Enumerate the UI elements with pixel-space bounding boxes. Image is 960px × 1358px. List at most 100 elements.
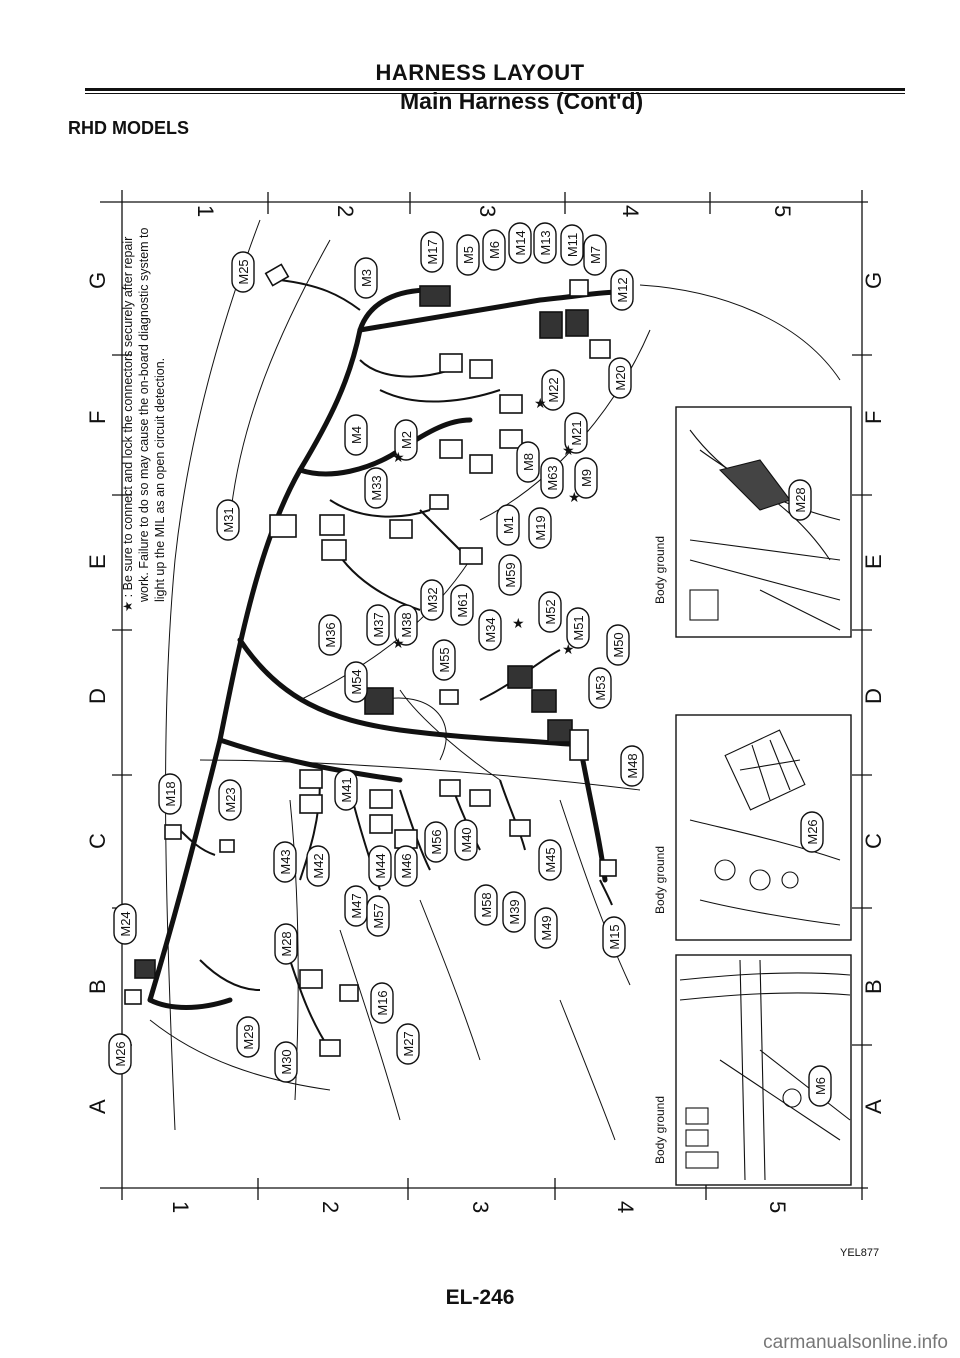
header-rule	[85, 88, 905, 91]
body-ground-label: Body ground	[653, 536, 667, 604]
connector-label-m61: M61	[450, 584, 474, 626]
connector-label-m21: M21	[564, 412, 588, 454]
svg-text:M9: M9	[579, 469, 594, 487]
star-marks: ★ ★ ★ ★ ★ ★ ★	[392, 395, 581, 657]
connector-label-m15: M15	[602, 916, 626, 958]
row-label-right: E	[861, 554, 886, 569]
connector-label-m14: M14	[508, 222, 532, 264]
svg-text:M13: M13	[538, 230, 553, 255]
connector-label-m2: M2	[394, 419, 418, 461]
svg-text:M50: M50	[611, 632, 626, 657]
connector-label-m51: M51	[566, 607, 590, 649]
column-label-bottom: 4	[613, 1201, 638, 1213]
connector-label-m13: M13	[533, 222, 557, 264]
svg-text:M54: M54	[349, 669, 364, 694]
connector-label-m56: M56	[424, 821, 448, 863]
connector-label-m6: M6	[482, 229, 506, 271]
svg-text:M33: M33	[369, 475, 384, 500]
row-label-left: B	[85, 979, 110, 994]
connector-label-m41: M41	[334, 769, 358, 811]
inset-connector-label-m6: M6	[808, 1065, 832, 1107]
svg-text:M34: M34	[483, 617, 498, 642]
svg-text:M22: M22	[546, 377, 561, 402]
svg-text:M55: M55	[437, 647, 452, 672]
connector-label-m27: M27	[396, 1023, 420, 1065]
svg-text:M28: M28	[279, 931, 294, 956]
connector-label-m8: M8	[516, 441, 540, 483]
svg-text:M32: M32	[425, 587, 440, 612]
svg-text:M43: M43	[278, 849, 293, 874]
connector-label-m23: M23	[218, 779, 242, 821]
svg-text:M5: M5	[461, 246, 476, 264]
row-label-right: C	[861, 833, 886, 849]
svg-text:M7: M7	[588, 246, 603, 264]
connector-label-m11: M11	[560, 224, 584, 266]
svg-text:M20: M20	[613, 365, 628, 390]
svg-text:M37: M37	[371, 612, 386, 637]
column-label-bottom: 2	[318, 1201, 343, 1213]
svg-text:M39: M39	[507, 899, 522, 924]
grid-frame	[100, 190, 872, 1200]
connector-label-m59: M59	[498, 554, 522, 596]
svg-text:M58: M58	[479, 892, 494, 917]
inset-top	[675, 406, 852, 638]
connector-label-m52: M52	[538, 591, 562, 633]
svg-text:★: ★	[568, 489, 581, 505]
connector-label-m58: M58	[474, 884, 498, 926]
svg-text:M24: M24	[118, 911, 133, 936]
connector-label-m17: M17	[420, 231, 444, 273]
caution-note: ★ : Be sure to connect and lock the conn…	[121, 227, 167, 612]
connector-label-m37: M37	[366, 604, 390, 646]
svg-text:M49: M49	[539, 915, 554, 940]
row-label-left: E	[85, 554, 110, 569]
svg-text:M42: M42	[311, 853, 326, 878]
svg-text:★: ★	[562, 442, 575, 458]
connector-label-m47: M47	[344, 885, 368, 927]
connector-label-m63: M63	[540, 457, 564, 499]
svg-text:M31: M31	[221, 507, 236, 532]
connector-label-m43: M43	[273, 841, 297, 883]
column-label-bottom: 5	[765, 1201, 790, 1213]
connector-label-m32: M32	[420, 579, 444, 621]
svg-text:M61: M61	[455, 592, 470, 617]
figure-code: YEL877	[840, 1247, 880, 1259]
svg-text:M41: M41	[339, 777, 354, 802]
svg-text:M57: M57	[371, 903, 386, 928]
model-label: RHD MODELS	[68, 118, 189, 138]
header-rule-thin	[85, 93, 905, 94]
svg-text:M27: M27	[401, 1031, 416, 1056]
row-label-left: D	[85, 688, 110, 704]
watermark: carmanualsonline.info	[763, 1332, 948, 1353]
connector-label-m9: M9	[574, 457, 598, 499]
svg-text:M28: M28	[793, 487, 808, 512]
connector-label-m48: M48	[620, 745, 644, 787]
body-ground-label: Body ground	[653, 1096, 667, 1164]
connector-label-m19: M19	[528, 507, 552, 549]
connector-label-m55: M55	[432, 639, 456, 681]
connector-label-m28: M28	[274, 923, 298, 965]
connector-label-m5: M5	[456, 234, 480, 276]
column-label-bottom: 3	[468, 1201, 493, 1213]
column-label-top: 5	[770, 205, 795, 217]
row-label-left: A	[85, 1099, 110, 1114]
connector-label-m7: M7	[583, 234, 607, 276]
svg-text:M26: M26	[805, 819, 820, 844]
page-subtitle: Main Harness (Cont'd)	[400, 88, 644, 114]
inset-connector-label-m26: M26	[800, 811, 824, 853]
connector-label-m39: M39	[502, 891, 526, 933]
connector-label-m30: M30	[274, 1041, 298, 1083]
row-label-left: F	[85, 411, 110, 424]
connector-label-m31: M31	[216, 499, 240, 541]
row-label-right: D	[861, 688, 886, 704]
svg-text:M40: M40	[459, 827, 474, 852]
note-line-1: ★ : Be sure to connect and lock the conn…	[121, 237, 135, 612]
column-label-top: 3	[475, 205, 500, 217]
connector-label-m22: M22	[541, 369, 565, 411]
svg-text:M36: M36	[323, 622, 338, 647]
column-label-top: 4	[618, 205, 643, 217]
